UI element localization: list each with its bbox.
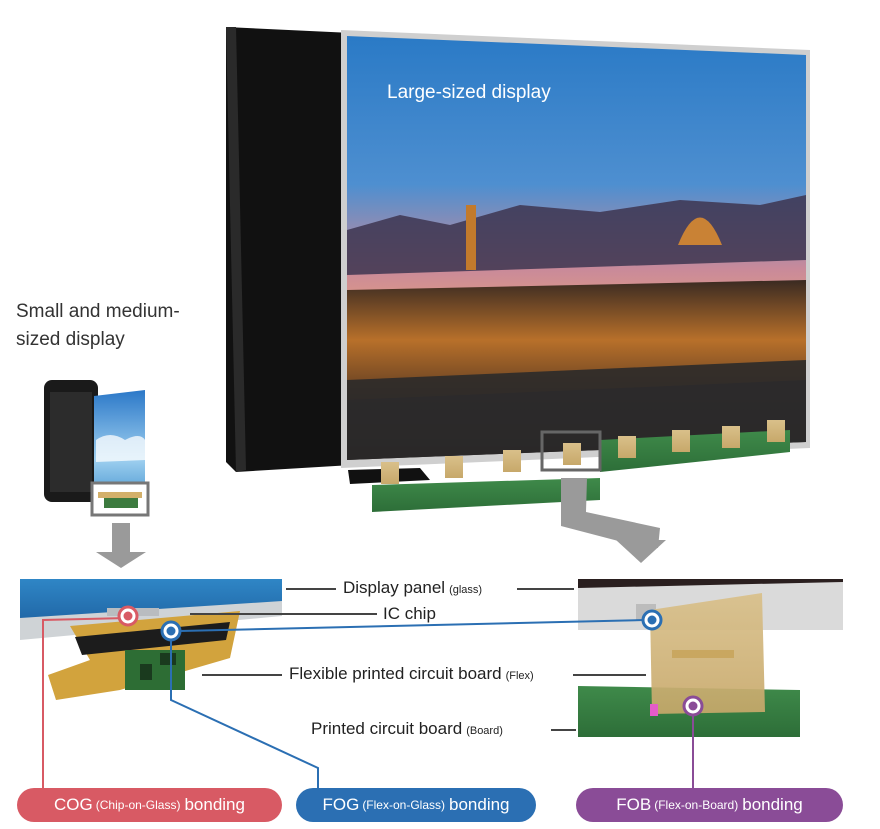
callout-board: Printed circuit board(Board) — [311, 719, 503, 739]
fob-bonding-sub: (Flex-on-Board) — [654, 798, 739, 812]
fog-marker-left — [160, 620, 182, 642]
callout-ic-chip: IC chip — [383, 604, 436, 624]
tv-zoom-box — [540, 430, 602, 472]
tv-source-pcb — [348, 420, 790, 512]
callout-board-main: Printed circuit board — [311, 719, 463, 738]
callout-ic-chip-main: IC chip — [383, 604, 436, 623]
cog-bonding-suffix: bonding — [184, 795, 245, 814]
fog-bonding-main: FOG — [322, 795, 360, 814]
callout-display-panel: Display panel(glass) — [343, 578, 482, 598]
cog-marker — [117, 605, 139, 627]
callout-flex-sub: (Flex) — [505, 670, 534, 682]
tv-screen — [341, 30, 810, 468]
small-display-title: Small and medium- sized display — [16, 298, 180, 354]
arrow-right — [561, 478, 666, 563]
fog-connector-left — [170, 632, 319, 792]
fob-bonding-label: FOB(Flex-on-Board)bonding — [576, 788, 843, 822]
fog-marker-right — [641, 609, 663, 631]
fob-bonding-suffix: bonding — [742, 795, 803, 814]
fog-bonding-suffix: bonding — [449, 795, 510, 814]
callout-display-panel-main: Display panel — [343, 578, 446, 597]
callout-display-panel-sub: (glass) — [449, 584, 483, 596]
cog-bonding-sub: (Chip-on-Glass) — [95, 798, 181, 812]
callout-flex-main: Flexible printed circuit board — [289, 664, 502, 683]
cog-connector — [42, 617, 129, 792]
arrow-left — [96, 523, 146, 568]
small-display-title-line-2: sized display — [16, 329, 125, 350]
fog-bonding-label: FOG(Flex-on-Glass) bonding — [296, 788, 536, 822]
fob-marker — [682, 695, 704, 717]
fog-bonding-sub: (Flex-on-Glass) — [362, 798, 445, 812]
phone — [44, 380, 145, 505]
small-display-title-line-1: Small and medium- — [16, 301, 180, 322]
fob-bonding-main: FOB — [616, 795, 652, 814]
phone-flex-thumb — [90, 481, 150, 517]
tv-back-panel — [226, 27, 352, 472]
cog-bonding-main: COG — [54, 795, 93, 814]
callout-flex: Flexible printed circuit board(Flex) — [289, 664, 534, 684]
fog-connector-right — [179, 619, 645, 632]
right-closeup — [578, 579, 843, 737]
cog-bonding-label: COG(Chip-on-Glass)bonding — [17, 788, 282, 822]
left-closeup — [20, 579, 282, 700]
callout-board-sub: (Board) — [466, 725, 503, 737]
large-display-title: Large-sized display — [387, 82, 551, 103]
